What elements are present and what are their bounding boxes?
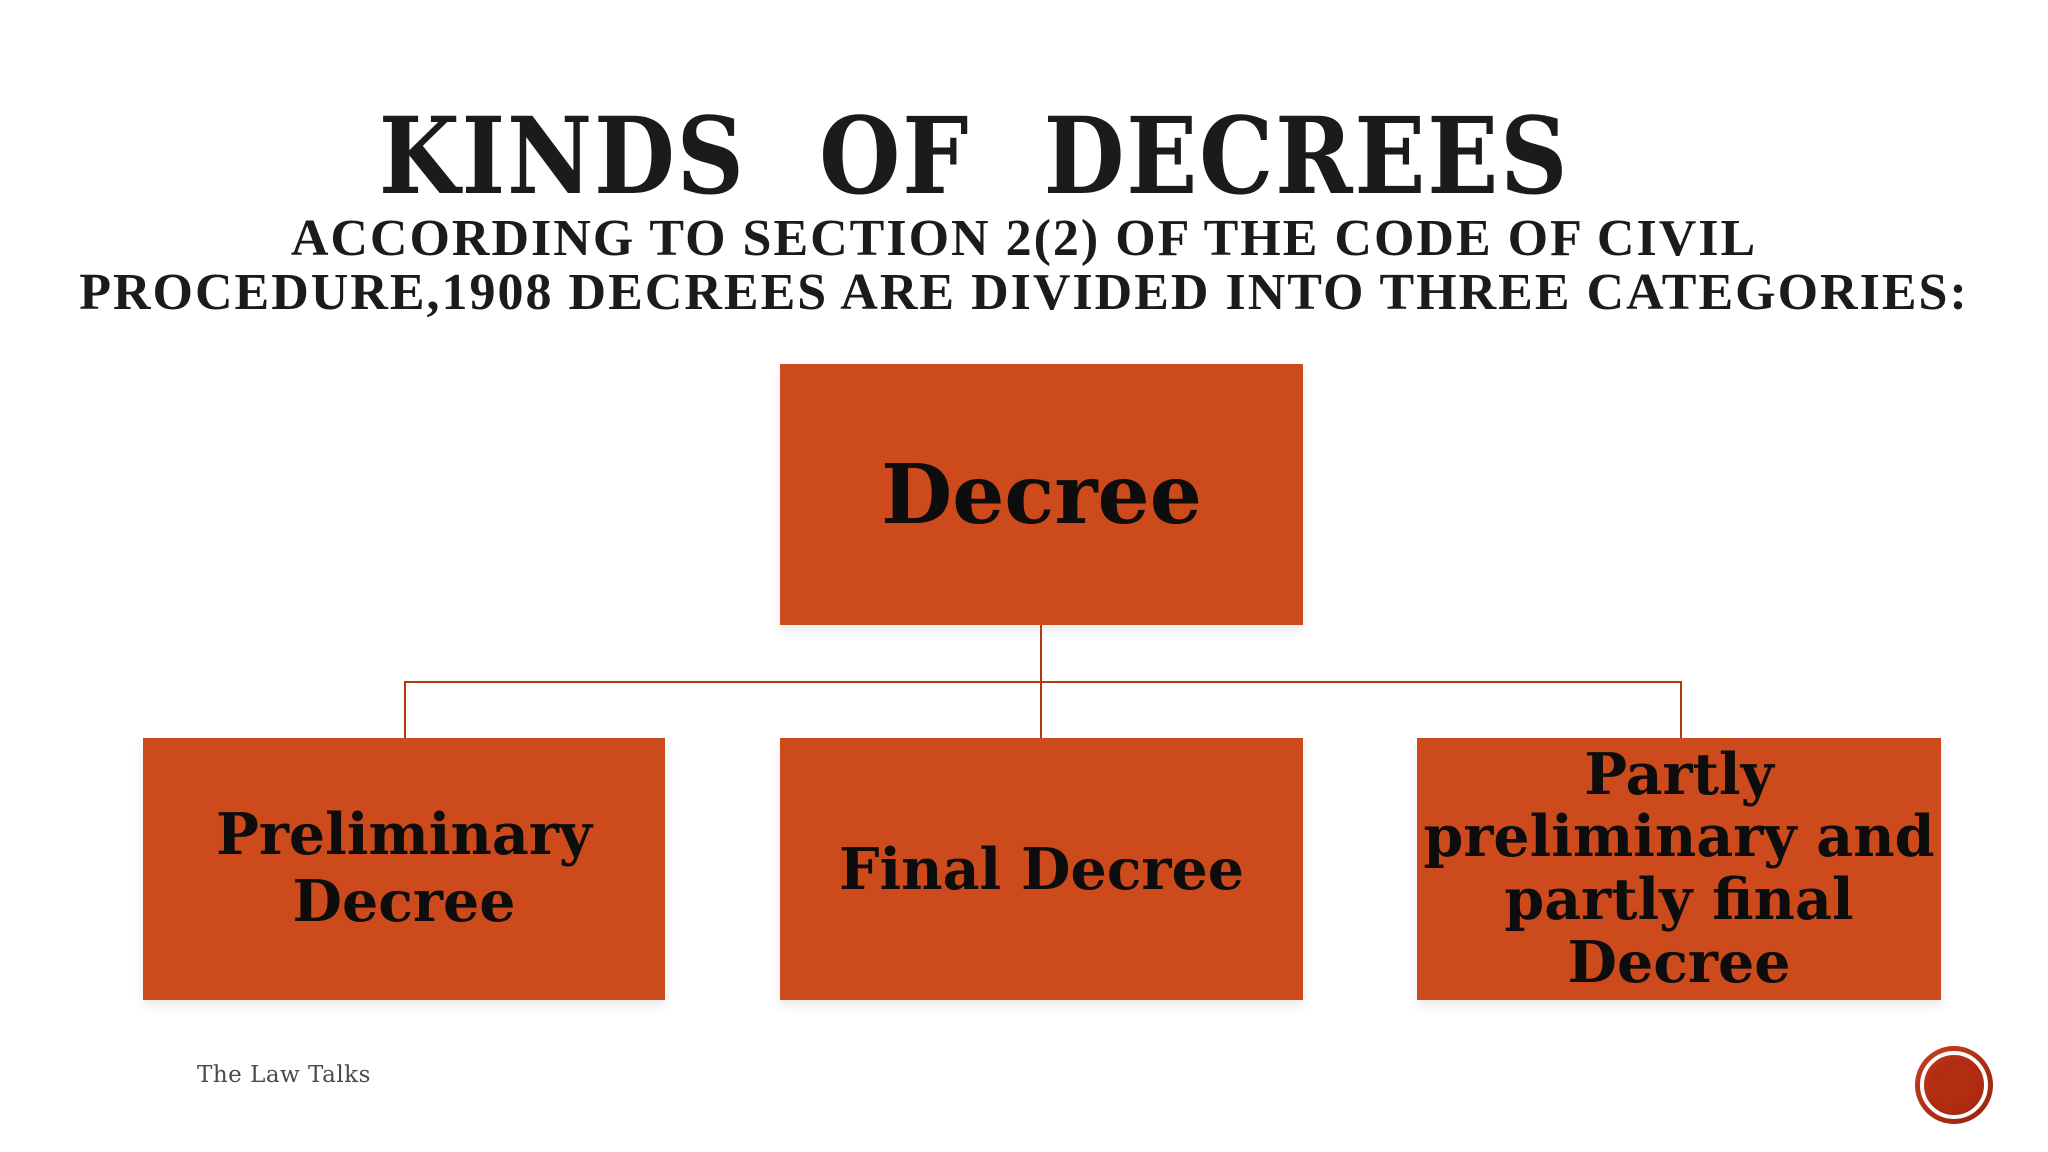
diagram-node-preliminary-decree: Preliminary Decree [143, 738, 665, 1000]
node-label-preliminary-decree: Preliminary Decree [216, 801, 592, 935]
slide-title: KINDS OF DECREES [378, 93, 1570, 218]
connector-horizontal-bus [404, 681, 1682, 683]
logo-circle [1915, 1046, 1993, 1124]
diagram-node-partly-decree: Partly preliminary and partly final Decr… [1417, 738, 1941, 1000]
slide-subtitle: ACCORDING TO SECTION 2(2) OF THE CODE OF… [0, 212, 2048, 320]
node-label-partly-decree: Partly preliminary and partly final Decr… [1423, 740, 1935, 996]
node-label-final-decree: Final Decree [839, 835, 1244, 903]
footer-credit: The Law Talks [197, 1062, 371, 1088]
connector-parent-stem [1040, 625, 1042, 683]
diagram-node-decree: Decree [780, 364, 1303, 625]
connector-stub-partly [1680, 681, 1682, 739]
node-label-decree: Decree [881, 446, 1202, 543]
subtitle-line-1: ACCORDING TO SECTION 2(2) OF THE CODE OF… [290, 210, 1758, 267]
subtitle-line-2: PROCEDURE,1908 DECREES ARE DIVIDED INTO … [79, 264, 1969, 321]
connector-stub-final [1040, 681, 1042, 739]
diagram-node-final-decree: Final Decree [780, 738, 1303, 1000]
logo-ring [1920, 1051, 1988, 1119]
connector-stub-preliminary [404, 681, 406, 739]
